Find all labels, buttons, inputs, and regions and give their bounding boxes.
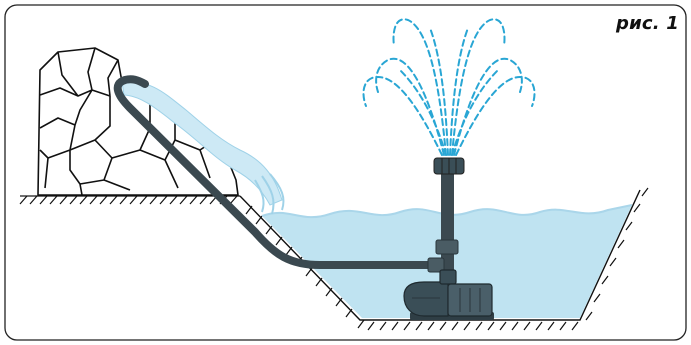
return-pipe [113,75,442,269]
hose-connector [427,257,445,273]
fountain-nozzle [433,157,465,175]
ground-hatching [19,187,649,331]
figure-label: рис. 1 [616,13,679,34]
water-surface [261,204,633,219]
pipe-fitting [435,239,459,255]
submersible-pump-icon [403,269,494,320]
fountain-jet-icon [362,18,536,156]
waterfall-stream-icon [121,80,285,215]
frame-border [4,4,687,341]
